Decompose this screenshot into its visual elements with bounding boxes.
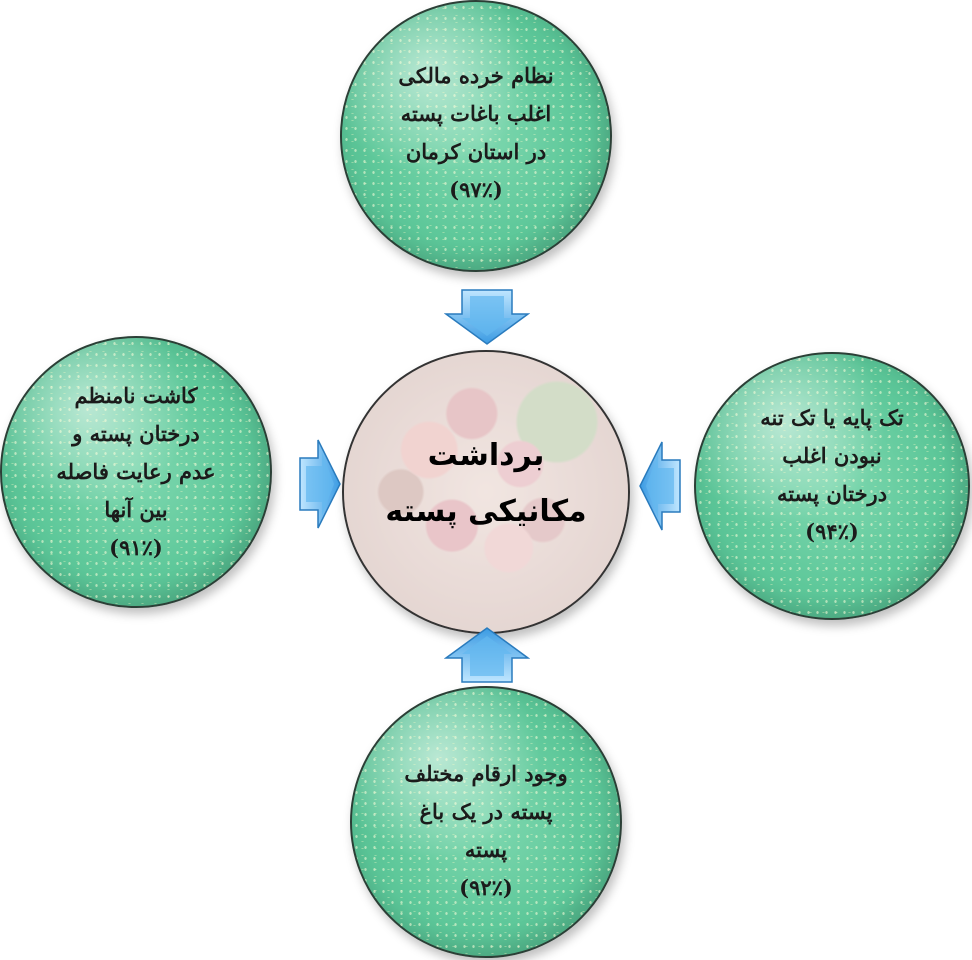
center-title-line: مکانیکی پسته (385, 494, 587, 529)
left-arrow-icon (639, 441, 681, 531)
text-line: بین آنها (104, 497, 168, 522)
text-line: نظام خرده مالکی (398, 63, 554, 88)
top-factor-text: نظام خرده مالکی اغلب باغات پسته در استان… (398, 57, 553, 209)
text-line: درختان پسته (776, 481, 888, 506)
left-factor-circle: کاشت نامنظم درختان پسته و عدم رعایت فاصل… (0, 336, 272, 608)
text-line: کاشت نامنظم (74, 383, 198, 408)
text-line: اغلب باغات پسته (400, 101, 552, 126)
center-title-line: برداشت (427, 438, 545, 473)
percent-label: (۹۱٪) (109, 535, 163, 560)
right-factor-circle: تک پایه یا تک تنه نبودن اغلب درختان پسته… (694, 352, 970, 620)
text-line: در استان کرمان (405, 139, 547, 164)
percent-label: (۹۷٪) (449, 177, 503, 202)
percent-label: (۹۲٪) (459, 875, 513, 900)
left-factor-text: کاشت نامنظم درختان پسته و عدم رعایت فاصل… (56, 377, 215, 567)
top-factor-circle: نظام خرده مالکی اغلب باغات پسته در استان… (340, 0, 612, 272)
center-title: برداشت مکانیکی پسته (344, 428, 628, 540)
text-line: پسته در یک باغ (419, 799, 553, 824)
bottom-factor-text: وجود ارقام مختلف پسته در یک باغ پسته (۹۲… (404, 755, 567, 907)
right-factor-text: تک پایه یا تک تنه نبودن اغلب درختان پسته… (760, 399, 904, 551)
down-arrow-icon (444, 289, 530, 345)
text-line: عدم رعایت فاصله (56, 459, 216, 484)
text-line: پسته (464, 837, 508, 862)
text-line: وجود ارقام مختلف (404, 761, 568, 786)
bottom-factor-circle: وجود ارقام مختلف پسته در یک باغ پسته (۹۲… (350, 686, 622, 958)
center-circle: برداشت مکانیکی پسته (342, 350, 630, 634)
percent-label: (۹۴٪) (805, 519, 859, 544)
right-arrow-icon (299, 439, 341, 529)
text-line: تک پایه یا تک تنه (760, 405, 904, 430)
up-arrow-icon (444, 627, 530, 683)
text-line: نبودن اغلب (782, 443, 882, 468)
text-line: درختان پسته و (72, 421, 200, 446)
